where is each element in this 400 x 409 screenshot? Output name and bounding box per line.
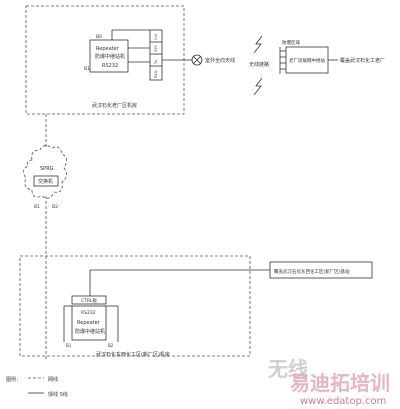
cloud-port-left: B1 (34, 204, 40, 210)
network-cloud (23, 145, 67, 199)
new-plant-room-box (19, 255, 251, 357)
top-port-side-label: B1 (84, 66, 90, 72)
wireless-bolt-icon-1 (253, 35, 263, 54)
bottom-port-right: B2 (108, 343, 114, 348)
wireless-bolt-icon-2 (253, 77, 263, 96)
remote-relay-station (285, 46, 329, 74)
bottom-repeater-device (71, 305, 107, 341)
top-repeater-device (89, 39, 129, 73)
rack-port-1: Ctrl (154, 34, 158, 40)
rack-port-4: RXD (154, 70, 158, 78)
watermark-grey-text: 无线 (268, 357, 308, 381)
antenna-label: 室外全向天线 (205, 57, 235, 64)
rack-port-2: SYS (154, 45, 158, 52)
old-plant-room-label: 武汉石化老厂区机房 (92, 102, 137, 109)
top-rack-unit (149, 29, 163, 81)
ctrl-slot-label: CTRL板 (81, 297, 98, 304)
new-plant-endpoint-label: 覆盖武汉石化东西化工区(新厂区)基站 (274, 268, 350, 275)
new-plant-room-label: 武汉石化东西化工区(新厂区)机房 (96, 351, 170, 358)
wireless-link-label: 无线链路 (249, 61, 269, 68)
cloud-label: SPRG (40, 166, 54, 172)
watermark-cn-text: 易迪拓培训 (290, 371, 390, 395)
legend-item-2: 馈线 S线 (48, 391, 68, 398)
bottom-device-label-1: RS232 (81, 310, 96, 316)
top-device-label-1: Repeater (96, 46, 120, 52)
bottom-port-left: B1 (66, 343, 72, 348)
legend-item-1: 网线 (48, 376, 58, 383)
rack-port-3: Tx (154, 60, 158, 65)
explosion-zone-label: 防爆区域 (282, 39, 300, 46)
bottom-device-label-2: Repeater (77, 320, 101, 326)
switch-label: 交换机 (38, 178, 53, 185)
top-device-label-2: 防爆中继站机 (95, 53, 125, 60)
watermark-url: www.edatop.com (300, 396, 386, 407)
bottom-device-label-3: 防爆中继站机 (75, 328, 105, 335)
switch-box (33, 175, 59, 187)
remote-station-label: 老厂房联网中继站 (289, 57, 325, 64)
remote-endpoint-label: 覆盖武汉石化工老厂 (340, 57, 385, 64)
new-plant-endpoint-box (269, 261, 373, 279)
ctrl-slot (71, 295, 107, 305)
legend-title: 图例： (6, 376, 21, 383)
top-port-top-label: B0 (96, 34, 102, 40)
cloud-port-right: B2 (52, 204, 58, 210)
top-device-label-3: RS232 (102, 63, 118, 69)
